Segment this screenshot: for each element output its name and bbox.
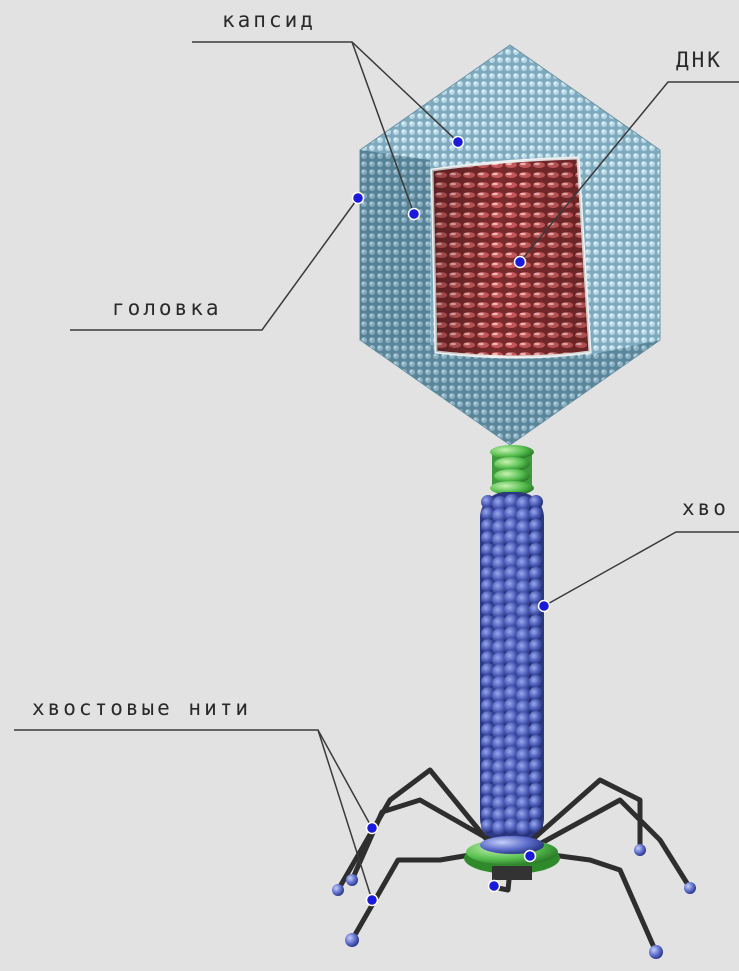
- tail-bead: [529, 639, 543, 653]
- tail-bead: [529, 651, 543, 665]
- neck-collar: [490, 445, 534, 495]
- dna-label: ДНК: [676, 50, 723, 71]
- tail-bead: [529, 807, 543, 821]
- tail-bead: [529, 747, 543, 761]
- tail-bead: [529, 711, 543, 725]
- head-label: головка: [112, 298, 222, 319]
- tail-bead: [529, 771, 543, 785]
- tail-bead: [529, 495, 543, 509]
- tail-bead: [529, 723, 543, 737]
- tail-bead: [529, 579, 543, 593]
- tail-sheath: [480, 492, 544, 844]
- tail-bead: [529, 663, 543, 677]
- tail-bead: [529, 615, 543, 629]
- tail-bead: [529, 735, 543, 749]
- tail-bead: [529, 519, 543, 533]
- tail-bead: [529, 555, 543, 569]
- tail-fibers-label: хвостовые нити: [32, 698, 251, 719]
- tail-bead: [529, 687, 543, 701]
- tail-bead: [529, 567, 543, 581]
- tail-bead: [529, 759, 543, 773]
- tail-bead: [529, 783, 543, 797]
- tail-bead: [529, 795, 543, 809]
- tail-bead: [529, 507, 543, 521]
- tail-bead: [529, 531, 543, 545]
- tail-bead: [529, 699, 543, 713]
- tail-bead: [529, 627, 543, 641]
- dna-core: [432, 158, 590, 357]
- tail-bead: [529, 543, 543, 557]
- tail-label: хво: [682, 498, 729, 519]
- tail-bead: [529, 675, 543, 689]
- capsid-label: капсид: [222, 10, 316, 31]
